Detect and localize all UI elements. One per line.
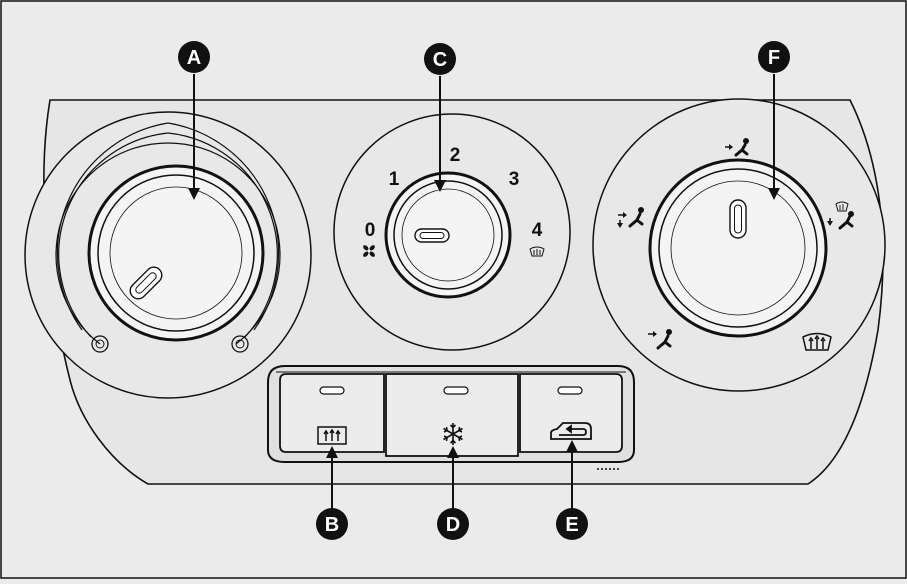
- fan-speed-control: 0 1 2 3 4: [333, 113, 571, 351]
- air-conditioning-snowflake-icon: [443, 423, 463, 445]
- airflow-face-icon: [725, 138, 749, 157]
- temperature-screw-right: [231, 335, 249, 353]
- fan-speed-label-3: 3: [509, 169, 520, 190]
- svg-text:A: A: [187, 47, 201, 69]
- temperature-screw-left: [91, 335, 109, 353]
- svg-text:C: C: [433, 49, 447, 71]
- panel-dots: [597, 468, 619, 470]
- fan-speed-label-4: 4: [532, 220, 543, 241]
- callout-d: D: [437, 508, 469, 540]
- button-indicator-led: [443, 386, 469, 395]
- temperature-knob[interactable]: [87, 164, 265, 342]
- callout-b: B: [316, 508, 348, 540]
- callout-e: E: [556, 508, 588, 540]
- temperature-scale-arcs: [55, 122, 281, 345]
- svg-text:E: E: [565, 514, 578, 536]
- air-distribution-knob[interactable]: [648, 158, 828, 338]
- airflow-face-feet-icon: [617, 207, 644, 228]
- airflow-feet-defrost-icon: [827, 201, 854, 230]
- button-indicator-led: [557, 386, 583, 395]
- button-indicator-led: [319, 386, 345, 395]
- fan-speed-label-0: 0: [365, 220, 376, 241]
- button-module: [267, 365, 635, 470]
- air-recirculation-button[interactable]: [519, 373, 623, 453]
- rear-window-defrost-icon: [317, 426, 347, 445]
- temperature-control: [24, 111, 312, 399]
- fan-speed-label-1: 1: [389, 169, 400, 190]
- windshield-defrost-icon: [529, 246, 545, 257]
- air-conditioning-button[interactable]: [385, 373, 519, 457]
- callout-c: C: [424, 43, 456, 75]
- svg-text:D: D: [446, 514, 460, 536]
- svg-text:F: F: [768, 47, 780, 69]
- svg-text:B: B: [325, 514, 339, 536]
- fan-icon: [363, 245, 375, 257]
- fan-speed-knob[interactable]: [384, 171, 512, 299]
- airflow-feet-icon: [648, 329, 672, 350]
- windshield-defrost-icon: [802, 332, 832, 351]
- rear-window-defrost-button[interactable]: [279, 373, 385, 453]
- callout-a: A: [178, 41, 210, 73]
- callout-leader-lines: [188, 74, 780, 510]
- callout-f: F: [758, 41, 790, 73]
- air-distribution-control: [592, 98, 886, 392]
- fan-speed-label-2: 2: [450, 145, 461, 166]
- air-recirculation-icon: [550, 422, 592, 440]
